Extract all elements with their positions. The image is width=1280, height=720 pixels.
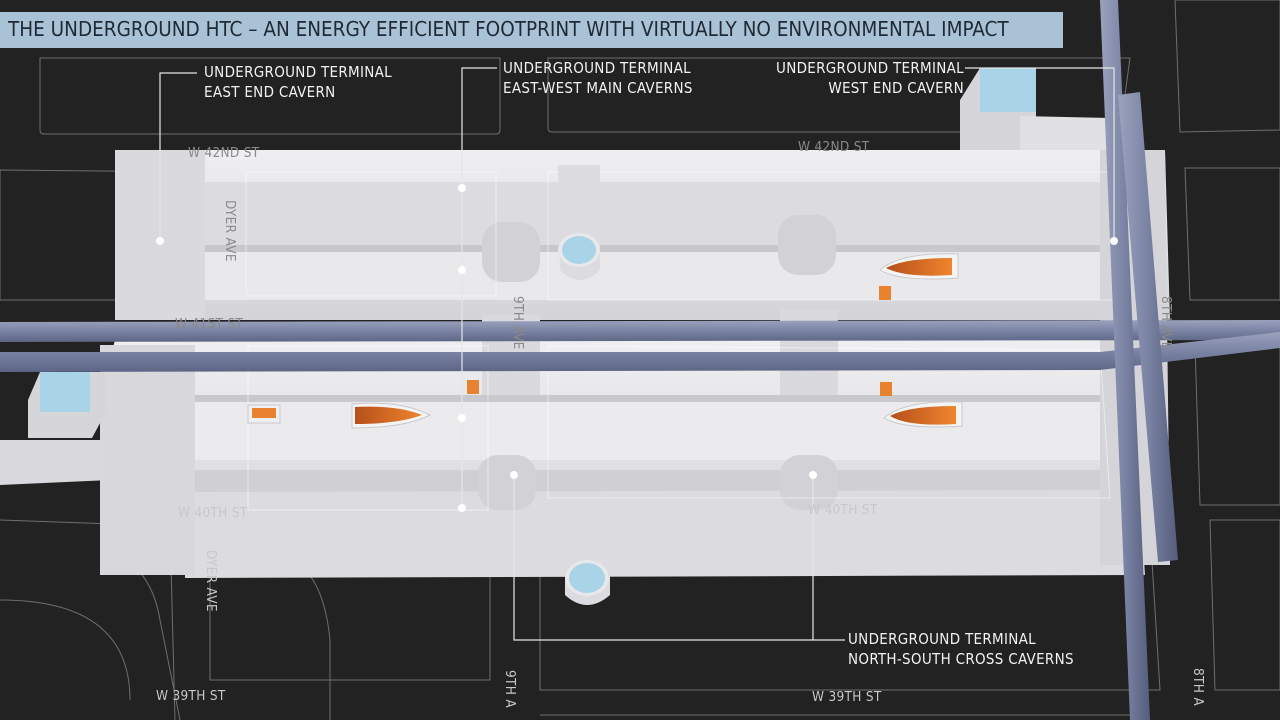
street-label-w40-right: W 40TH ST bbox=[808, 502, 878, 518]
callout-line: WEST END CAVERN bbox=[828, 79, 964, 97]
ventilation-shaft-west bbox=[960, 68, 1112, 150]
shaft-south bbox=[565, 500, 610, 605]
callout-north-south-cross-caverns: UNDERGROUND TERMINAL NORTH-SOUTH CROSS C… bbox=[848, 629, 1074, 669]
title-banner: THE UNDERGROUND HTC – AN ENERGY EFFICIEN… bbox=[0, 12, 1063, 48]
street-label-w42-left: W 42ND ST bbox=[188, 145, 260, 161]
street-label-w39-left: W 39TH ST bbox=[156, 688, 226, 704]
callout-line: UNDERGROUND TERMINAL bbox=[848, 630, 1036, 648]
street-label-dyer-bottom: DYER AVE bbox=[203, 550, 219, 612]
street-label-8th-bottom: 8TH A bbox=[1190, 668, 1206, 706]
callout-east-west-main-caverns: UNDERGROUND TERMINAL EAST-WEST MAIN CAVE… bbox=[503, 58, 693, 98]
shaft-east bbox=[28, 372, 106, 438]
callout-west-end-cavern: UNDERGROUND TERMINAL WEST END CAVERN bbox=[764, 58, 964, 98]
shaft-north bbox=[558, 165, 600, 280]
street-label-9th-top: 9TH AVE bbox=[510, 296, 526, 350]
trains bbox=[247, 253, 963, 429]
leader-dots bbox=[156, 184, 1118, 512]
leader-lines bbox=[159, 67, 1115, 641]
callout-east-end-cavern: UNDERGROUND TERMINAL EAST END CAVERN bbox=[204, 62, 392, 102]
street-label-w41: W 41ST ST bbox=[175, 316, 244, 332]
callout-line: UNDERGROUND TERMINAL bbox=[204, 63, 392, 81]
street-label-w39-right: W 39TH ST bbox=[812, 689, 882, 705]
street-label-9th-bottom: 9TH A bbox=[502, 670, 518, 708]
street-label-dyer-top: DYER AVE bbox=[222, 200, 238, 262]
callout-line: EAST-WEST MAIN CAVERNS bbox=[503, 79, 693, 97]
street-label-w42-right: W 42ND ST bbox=[798, 139, 870, 155]
callout-line: UNDERGROUND TERMINAL bbox=[503, 59, 691, 77]
callout-line: UNDERGROUND TERMINAL bbox=[776, 59, 964, 77]
page-title: THE UNDERGROUND HTC – AN ENERGY EFFICIEN… bbox=[8, 17, 1009, 41]
street-label-8th-top: 8TH AVE bbox=[1158, 296, 1174, 350]
street-label-w40-left: W 40TH ST bbox=[178, 505, 248, 521]
callout-line: NORTH-SOUTH CROSS CAVERNS bbox=[848, 650, 1074, 668]
callout-line: EAST END CAVERN bbox=[204, 83, 336, 101]
